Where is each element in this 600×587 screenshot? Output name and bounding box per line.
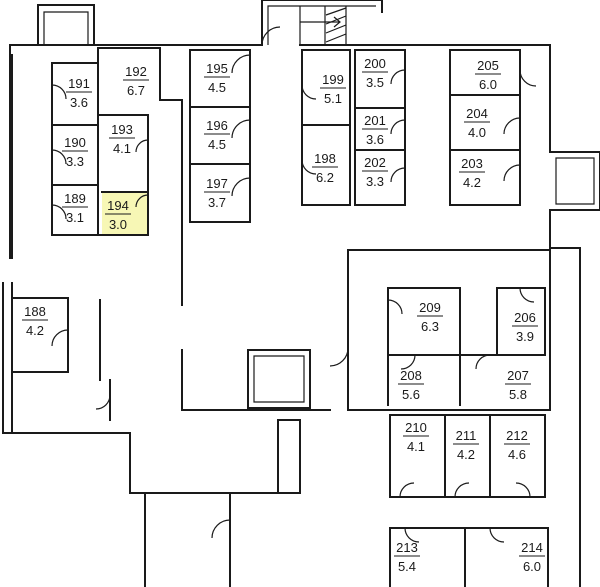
room-area: 3.9 <box>516 329 534 344</box>
room-188-walls <box>11 297 111 421</box>
room-number: 197 <box>206 176 228 191</box>
room-area: 6.0 <box>479 77 497 92</box>
block-195-197 <box>189 26 281 223</box>
right-stub <box>549 151 600 211</box>
room-area: 4.1 <box>407 439 425 454</box>
room-area: 6.3 <box>421 319 439 334</box>
room-number: 207 <box>507 368 529 383</box>
room-number: 188 <box>24 304 46 319</box>
room-number: 200 <box>364 56 386 71</box>
room-number: 203 <box>461 156 483 171</box>
room-area: 3.6 <box>70 95 88 110</box>
room-number: 213 <box>396 540 418 555</box>
left-block <box>51 47 183 306</box>
block-198-202 <box>301 49 406 206</box>
room-number: 208 <box>400 368 422 383</box>
room-number: 204 <box>466 106 488 121</box>
room-area: 3.1 <box>66 210 84 225</box>
room-area: 4.0 <box>468 125 486 140</box>
room-area: 4.2 <box>457 447 475 462</box>
room-area: 4.6 <box>508 447 526 462</box>
top-stub <box>37 4 95 46</box>
room-area: 5.6 <box>402 387 420 402</box>
room-number: 193 <box>111 122 133 137</box>
stairwell <box>261 0 383 46</box>
room-number: 192 <box>125 64 147 79</box>
room-area: 4.1 <box>113 141 131 156</box>
room-number: 198 <box>314 151 336 166</box>
room-number: 205 <box>477 58 499 73</box>
block-206-209 <box>329 249 551 411</box>
room-number: 195 <box>206 61 228 76</box>
block-213-214 <box>389 527 549 587</box>
room-area: 3.0 <box>109 217 127 232</box>
room-area: 4.5 <box>208 80 226 95</box>
room-area: 4.2 <box>26 323 44 338</box>
room-number: 191 <box>68 76 90 91</box>
block-203-205 <box>449 49 537 206</box>
room-number: 190 <box>64 135 86 150</box>
room-number: 202 <box>364 155 386 170</box>
room-number: 212 <box>506 428 528 443</box>
room-area: 3.5 <box>366 75 384 90</box>
room-area: 6.7 <box>127 83 145 98</box>
room-area: 5.1 <box>324 91 342 106</box>
room-area: 4.5 <box>208 137 226 152</box>
room-number: 194 <box>107 198 129 213</box>
room-number: 211 <box>456 428 477 443</box>
room-area: 5.8 <box>509 387 527 402</box>
room-number: 189 <box>64 191 86 206</box>
room-labels: 1913.61926.71903.31934.11893.11943.01954… <box>22 56 545 574</box>
room-number: 209 <box>419 300 441 315</box>
room-number: 201 <box>364 113 386 128</box>
block-210-212 <box>389 414 546 498</box>
room-number: 214 <box>521 540 543 555</box>
room-area: 3.7 <box>208 195 226 210</box>
center-core <box>144 349 331 587</box>
room-number: 206 <box>514 310 536 325</box>
room-area: 3.3 <box>366 174 384 189</box>
room-number: 199 <box>322 72 344 87</box>
room-area: 6.2 <box>316 170 334 185</box>
room-area: 3.3 <box>66 154 84 169</box>
room-area: 6.0 <box>523 559 541 574</box>
room-number: 210 <box>405 420 427 435</box>
room-number: 196 <box>206 118 228 133</box>
room-area: 4.2 <box>463 175 481 190</box>
room-area: 5.4 <box>398 559 416 574</box>
outer-walls <box>2 44 581 587</box>
room-area: 3.6 <box>366 132 384 147</box>
